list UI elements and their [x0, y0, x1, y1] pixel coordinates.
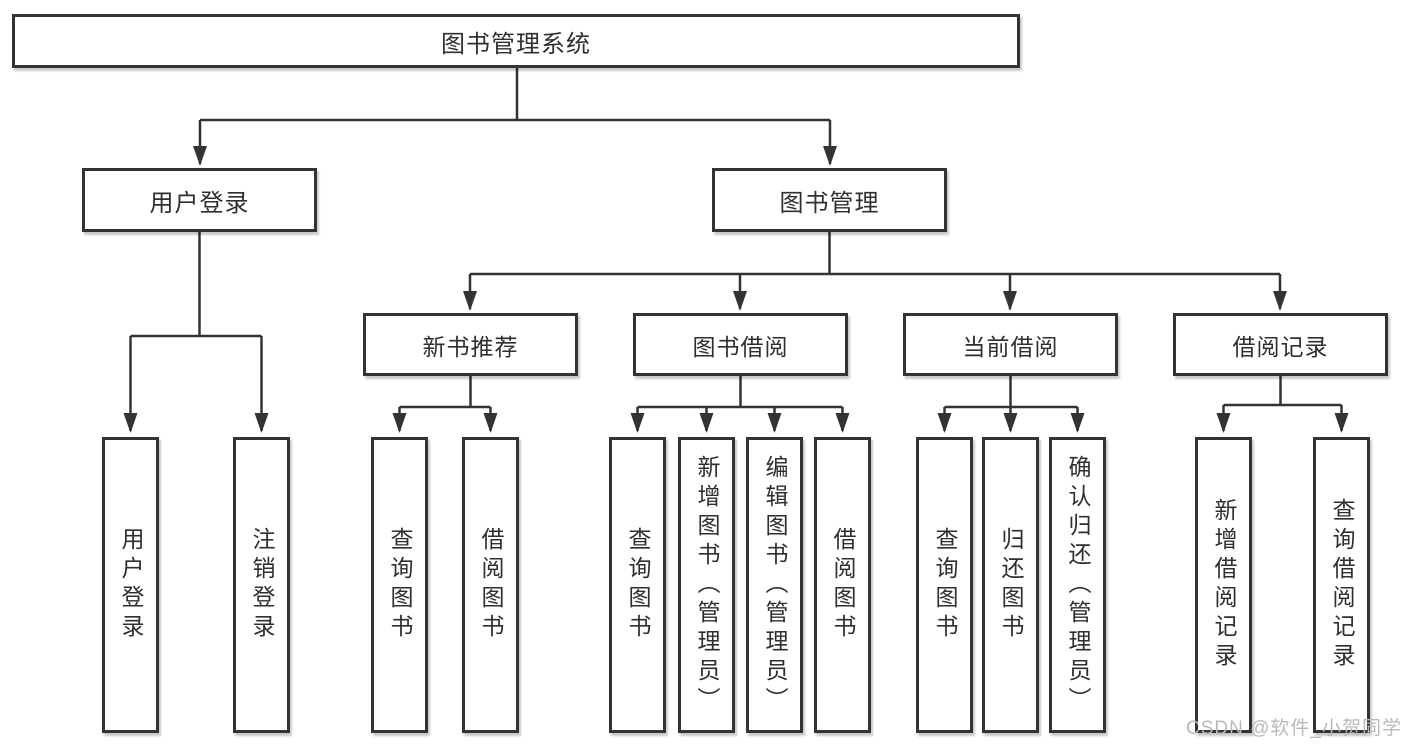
- leaf-query-books-recommend: 查询图书: [371, 437, 428, 733]
- leaf-query-books-current: 查询图书: [916, 437, 973, 733]
- node-label: 当前借阅: [962, 333, 1059, 360]
- leaf-borrow-book: 借阅图书: [814, 437, 871, 733]
- node-borrow-records: 借阅记录: [1173, 313, 1388, 376]
- node-new-book-recommend: 新书推荐: [363, 313, 578, 376]
- connector-borrow-records-split: [1223, 375, 1342, 407]
- node-book-management: 图书管理: [712, 168, 947, 232]
- node-label: 新书推荐: [422, 333, 519, 360]
- leaf-label: 注销登录: [249, 527, 275, 643]
- node-library-management-system: 图书管理系统: [12, 14, 1020, 68]
- node-book-borrow: 图书借阅: [633, 313, 848, 376]
- node-label: 用户登录: [149, 189, 250, 217]
- connector-book-management-split: [470, 231, 1280, 276]
- leaf-label: 确认归还（管理员）: [1065, 454, 1091, 716]
- leaf-label: 查询图书: [625, 527, 651, 643]
- leaf-query-books-borrow: 查询图书: [609, 437, 666, 733]
- node-label: 图书管理系统: [441, 30, 591, 58]
- leaf-logout: 注销登录: [233, 437, 290, 733]
- connector-current-borrow-split: [944, 375, 1078, 409]
- node-current-borrow: 当前借阅: [903, 313, 1118, 376]
- leaf-add-borrow-record: 新增借阅记录: [1195, 437, 1252, 733]
- leaf-label: 新增图书（管理员）: [694, 454, 720, 716]
- leaf-edit-book-admin: 编辑图书（管理员）: [746, 437, 803, 733]
- leaf-query-borrow-record: 查询借阅记录: [1313, 437, 1370, 733]
- node-label: 借阅记录: [1232, 333, 1329, 360]
- leaf-label: 新增借阅记录: [1211, 498, 1237, 672]
- leaf-confirm-return-admin: 确认归还（管理员）: [1049, 437, 1106, 733]
- node-label: 图书借阅: [692, 333, 789, 360]
- leaf-user-login: 用户登录: [102, 437, 159, 733]
- leaf-label: 编辑图书（管理员）: [762, 454, 788, 716]
- connector-root-split: [200, 67, 830, 122]
- connector-book-borrow-split: [637, 375, 843, 409]
- connector-user-login-split: [130, 231, 262, 338]
- leaf-label: 借阅图书: [830, 527, 856, 643]
- node-label: 图书管理: [779, 189, 880, 217]
- leaf-label: 查询图书: [387, 527, 413, 643]
- leaf-label: 用户登录: [118, 527, 144, 643]
- leaf-add-book-admin: 新增图书（管理员）: [678, 437, 735, 733]
- csdn-watermark: CSDN @软件_小贺同学: [1186, 718, 1402, 739]
- leaf-label: 查询图书: [932, 527, 958, 643]
- leaf-label: 借阅图书: [478, 527, 504, 643]
- node-user-login: 用户登录: [82, 168, 317, 232]
- leaf-return-book: 归还图书: [982, 437, 1039, 733]
- leaf-label: 查询借阅记录: [1329, 498, 1355, 672]
- leaf-label: 归还图书: [998, 527, 1024, 643]
- leaf-borrow-books-recommend: 借阅图书: [462, 437, 519, 733]
- connector-new-book-split: [399, 375, 491, 409]
